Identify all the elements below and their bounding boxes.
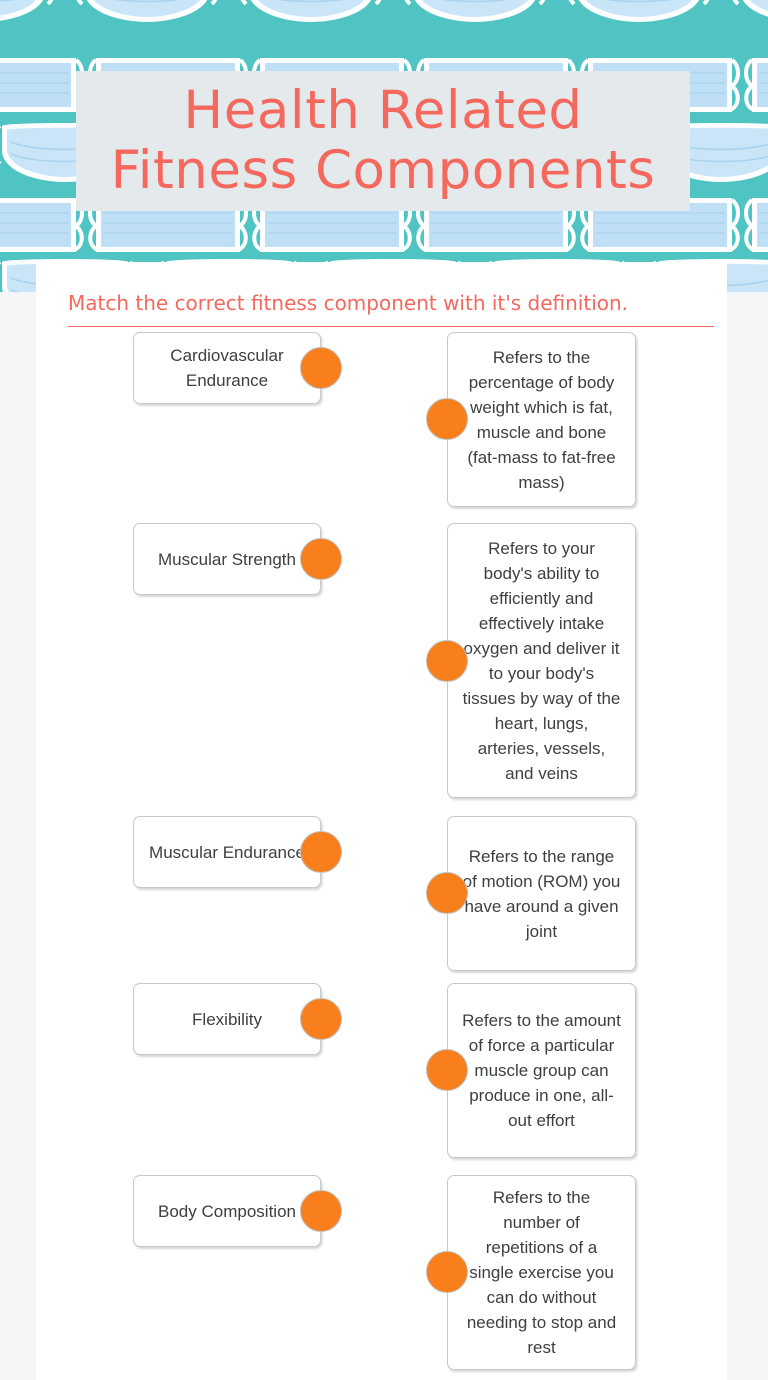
definition-text: Refers to your body's ability to efficie… — [462, 538, 621, 783]
term-card[interactable]: Flexibility — [133, 983, 321, 1055]
definition-text: Refers to the number of repetitions of a… — [466, 1188, 617, 1357]
definition-card[interactable]: Refers to the amount of force a particul… — [447, 983, 636, 1158]
term-label: Muscular Endurance — [149, 842, 305, 862]
definition-text: Refers to the amount of force a particul… — [462, 1011, 621, 1130]
match-row: Cardiovascular Endurance Refers to the pe… — [36, 332, 727, 507]
title-panel: Health Related Fitness Components — [76, 71, 690, 211]
term-connector-dot[interactable] — [300, 347, 342, 389]
match-row: Body Composition Refers to the number of … — [36, 1175, 727, 1370]
match-row: Muscular Strength Refers to your body's a… — [36, 523, 727, 798]
term-card[interactable]: Muscular Endurance — [133, 816, 321, 888]
definition-connector-dot[interactable] — [426, 1251, 468, 1293]
term-label: Body Composition — [158, 1201, 296, 1221]
definition-text: Refers to the percentage of body weight … — [467, 347, 616, 492]
term-connector-dot[interactable] — [300, 1190, 342, 1232]
instruction-divider — [68, 326, 714, 327]
instruction-text: Match the correct fitness component with… — [68, 291, 629, 315]
definition-connector-dot[interactable] — [426, 872, 468, 914]
term-card[interactable]: Muscular Strength — [133, 523, 321, 595]
term-connector-dot[interactable] — [300, 998, 342, 1040]
definition-text: Refers to the range of motion (ROM) you … — [462, 846, 621, 941]
worksheet-sheet: Match the correct fitness component with… — [36, 262, 727, 1380]
definition-card[interactable]: Refers to the percentage of body weight … — [447, 332, 636, 507]
definition-card[interactable]: Refers to your body's ability to efficie… — [447, 523, 636, 798]
term-label: Flexibility — [192, 1009, 262, 1029]
definition-connector-dot[interactable] — [426, 640, 468, 682]
match-row: Flexibility Refers to the amount of force… — [36, 983, 727, 1158]
match-row: Muscular Endurance Refers to the range of… — [36, 816, 727, 971]
term-connector-dot[interactable] — [300, 831, 342, 873]
page-title: Health Related Fitness Components — [110, 80, 656, 201]
definition-card[interactable]: Refers to the range of motion (ROM) you … — [447, 816, 636, 971]
term-card[interactable]: Cardiovascular Endurance — [133, 332, 321, 404]
term-label: Cardiovascular Endurance — [170, 346, 284, 390]
definition-connector-dot[interactable] — [426, 1049, 468, 1091]
instruction-block: Match the correct fitness component with… — [68, 290, 714, 335]
term-card[interactable]: Body Composition — [133, 1175, 321, 1247]
term-label: Muscular Strength — [158, 549, 296, 569]
term-connector-dot[interactable] — [300, 538, 342, 580]
definition-card[interactable]: Refers to the number of repetitions of a… — [447, 1175, 636, 1370]
definition-connector-dot[interactable] — [426, 398, 468, 440]
